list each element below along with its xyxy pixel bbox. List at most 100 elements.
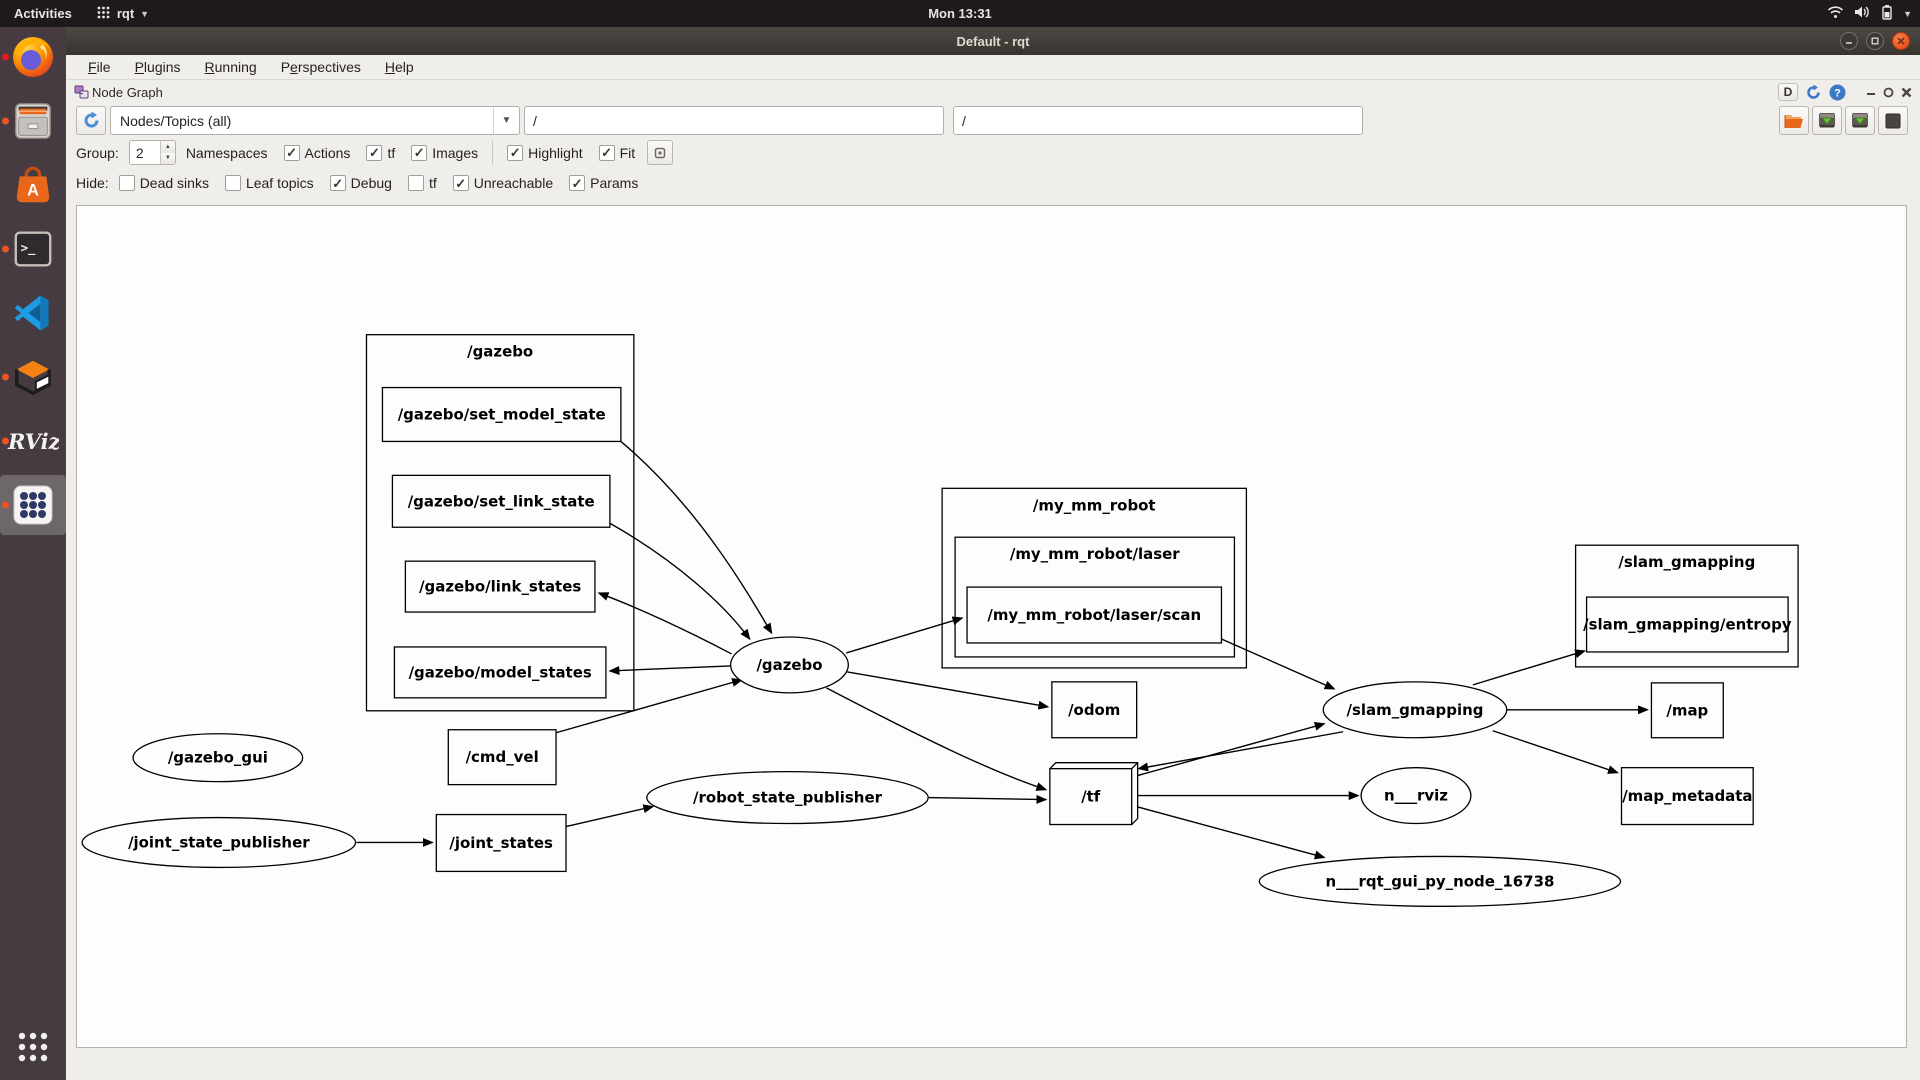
graph-edge-/cmd_vel-to-/gazebo bbox=[555, 678, 744, 734]
group-level-value[interactable] bbox=[129, 141, 160, 164]
checked-checkbox-icon[interactable] bbox=[366, 144, 383, 161]
checkbox-tf[interactable]: tf bbox=[366, 144, 395, 161]
unchecked-checkbox-icon[interactable] bbox=[118, 175, 135, 191]
vscode-icon bbox=[12, 292, 54, 334]
launcher-firefox[interactable] bbox=[0, 27, 66, 87]
maximize-button[interactable] bbox=[1866, 32, 1884, 50]
svg-text:/gazebo_gui: /gazebo_gui bbox=[168, 749, 268, 767]
launcher-ubuntu-software[interactable]: A bbox=[0, 155, 66, 215]
menu-running[interactable]: Running bbox=[204, 59, 257, 75]
svg-text:/my_mm_robot: /my_mm_robot bbox=[1033, 496, 1156, 514]
menu-file[interactable]: File bbox=[88, 59, 111, 75]
menu-help[interactable]: Help bbox=[384, 59, 414, 75]
checkbox-params[interactable]: Params bbox=[569, 175, 638, 191]
checked-checkbox-icon[interactable] bbox=[283, 144, 300, 161]
checkbox-label: tf bbox=[428, 175, 437, 191]
graph-node-rviz: n___rviz bbox=[1360, 767, 1472, 825]
graph-node-model_states: /gazebo/model_states bbox=[393, 646, 607, 699]
menu-plugins[interactable]: Plugins bbox=[134, 59, 181, 75]
help-icon[interactable]: ? bbox=[1829, 84, 1846, 101]
fit-in-view-button[interactable] bbox=[647, 140, 674, 165]
launcher-rqt[interactable] bbox=[0, 475, 66, 535]
checked-checkbox-icon[interactable] bbox=[507, 144, 524, 161]
checked-checkbox-icon[interactable] bbox=[329, 175, 346, 191]
open-dot-file-button[interactable] bbox=[1779, 106, 1809, 135]
dock-minimize-icon[interactable] bbox=[1866, 87, 1876, 97]
launcher-terminal[interactable]: >_ bbox=[0, 219, 66, 279]
launcher-files[interactable] bbox=[0, 91, 66, 151]
checkbox-fit[interactable]: Fit bbox=[598, 144, 636, 161]
graph-edge-/gazebo/set_model_state-to-/gazebo bbox=[620, 440, 773, 635]
checkbox-tf[interactable]: tf bbox=[407, 175, 437, 191]
terminal-icon: >_ bbox=[11, 227, 55, 271]
group-level-spinner[interactable]: ▲ ▼ bbox=[128, 140, 176, 165]
app-menu-label: rqt bbox=[116, 6, 135, 21]
checkbox-dead-sinks[interactable]: Dead sinks bbox=[118, 175, 209, 191]
checkbox-label: Dead sinks bbox=[139, 175, 209, 191]
graph-cluster-gazebo-cluster: /gazebo bbox=[365, 334, 635, 712]
svg-text:/gazebo/set_model_state: /gazebo/set_model_state bbox=[398, 405, 606, 423]
checkbox-debug[interactable]: Debug bbox=[329, 175, 392, 191]
checked-checkbox-icon[interactable] bbox=[598, 144, 615, 161]
svg-text:/slam_gmapping: /slam_gmapping bbox=[1347, 701, 1484, 719]
checkbox-images[interactable]: Images bbox=[411, 144, 478, 161]
graph-edge-/gazebo-to-/my_mm_robot/laser/scan bbox=[846, 616, 964, 654]
graph-edge-/robot_state_publisher-to-/tf bbox=[928, 794, 1048, 804]
window-title-bar[interactable]: Default - rqt bbox=[66, 27, 1920, 55]
svg-text:/map_metadata: /map_metadata bbox=[1622, 787, 1752, 805]
graph-edge-/gazebo-to-/odom bbox=[847, 671, 1050, 710]
checked-checkbox-icon[interactable] bbox=[569, 175, 586, 191]
clock[interactable]: Mon 13:31 bbox=[928, 6, 992, 21]
checkbox-unreachable[interactable]: Unreachable bbox=[452, 175, 553, 191]
checkbox-label: Debug bbox=[350, 175, 392, 191]
namespace-filter-input[interactable] bbox=[524, 106, 944, 135]
checked-checkbox-icon[interactable] bbox=[452, 175, 469, 191]
spinner-up-icon[interactable]: ▲ bbox=[160, 141, 175, 153]
topic-filter-input[interactable] bbox=[953, 106, 1363, 135]
app-menu-button[interactable]: rqt ▼ bbox=[86, 0, 159, 27]
activities-button[interactable]: Activities bbox=[14, 6, 72, 21]
refresh-graph-button[interactable] bbox=[76, 106, 106, 135]
launcher-vscode[interactable] bbox=[0, 283, 66, 343]
minimize-button[interactable] bbox=[1840, 32, 1858, 50]
dock-close-icon[interactable] bbox=[1901, 87, 1912, 98]
checkbox-label: Fit bbox=[619, 144, 636, 161]
svg-text:/gazebo/model_states: /gazebo/model_states bbox=[409, 663, 592, 681]
spinner-down-icon[interactable]: ▼ bbox=[160, 152, 175, 164]
checkbox-actions[interactable]: Actions bbox=[283, 144, 350, 161]
checked-checkbox-icon[interactable] bbox=[411, 144, 428, 161]
svg-text:n___rviz: n___rviz bbox=[1384, 787, 1448, 805]
unchecked-checkbox-icon[interactable] bbox=[407, 175, 424, 191]
close-button[interactable] bbox=[1892, 32, 1910, 50]
save-as-image-button[interactable] bbox=[1845, 106, 1875, 135]
checkbox-leaf-topics[interactable]: Leaf topics bbox=[224, 175, 314, 191]
graph-type-select[interactable]: Nodes/Topics (all) ▼ bbox=[110, 106, 520, 135]
dock-d-button[interactable]: D bbox=[1778, 83, 1798, 101]
graph-edge-/my_mm_robot/laser/scan-to-/slam_gmapping bbox=[1221, 638, 1336, 690]
svg-text:/odom: /odom bbox=[1068, 701, 1120, 719]
system-status-area[interactable]: ▼ bbox=[1827, 0, 1912, 27]
graph-node-cmd_vel: /cmd_vel bbox=[447, 729, 557, 786]
launcher-gazebo[interactable] bbox=[0, 347, 66, 407]
plugin-dock-title: Node Graph bbox=[92, 84, 163, 100]
graph-edge-/slam_gmapping-to-/slam_gmapping/entropy bbox=[1472, 649, 1587, 686]
checkbox-label: Leaf topics bbox=[245, 175, 314, 191]
dock-float-icon[interactable] bbox=[1883, 87, 1894, 98]
graph-edge-/tf-to-/slam_gmapping bbox=[1133, 721, 1326, 778]
unchecked-checkbox-icon[interactable] bbox=[224, 175, 241, 191]
launcher-rviz[interactable]: RViz bbox=[0, 411, 66, 471]
node-graph-canvas[interactable]: /gazebo/my_mm_robot/my_mm_robot/laser/sl… bbox=[76, 205, 1907, 1048]
menu-perspectives[interactable]: Perspectives bbox=[280, 59, 361, 75]
hide-label: Hide: bbox=[76, 175, 109, 191]
save-dot-file-button[interactable] bbox=[1812, 106, 1842, 135]
node-graph-icon bbox=[74, 85, 89, 99]
graph-cluster-laser-cluster: /my_mm_robot/laser bbox=[954, 536, 1236, 658]
reload-plugin-icon[interactable] bbox=[1805, 84, 1822, 101]
checkbox-highlight[interactable]: Highlight bbox=[507, 144, 583, 161]
svg-text:/gazebo: /gazebo bbox=[467, 343, 533, 361]
fit-to-view-button[interactable] bbox=[1878, 106, 1908, 135]
graph-node-robot_state_publisher: /robot_state_publisher bbox=[646, 771, 929, 825]
show-applications-button[interactable] bbox=[0, 1020, 66, 1074]
hide-filter-row: Hide: Dead sinks Leaf topics Debug tf Unreac… bbox=[66, 168, 1920, 198]
graph-cluster-slam-gmapping-cluster: /slam_gmapping bbox=[1574, 544, 1799, 668]
